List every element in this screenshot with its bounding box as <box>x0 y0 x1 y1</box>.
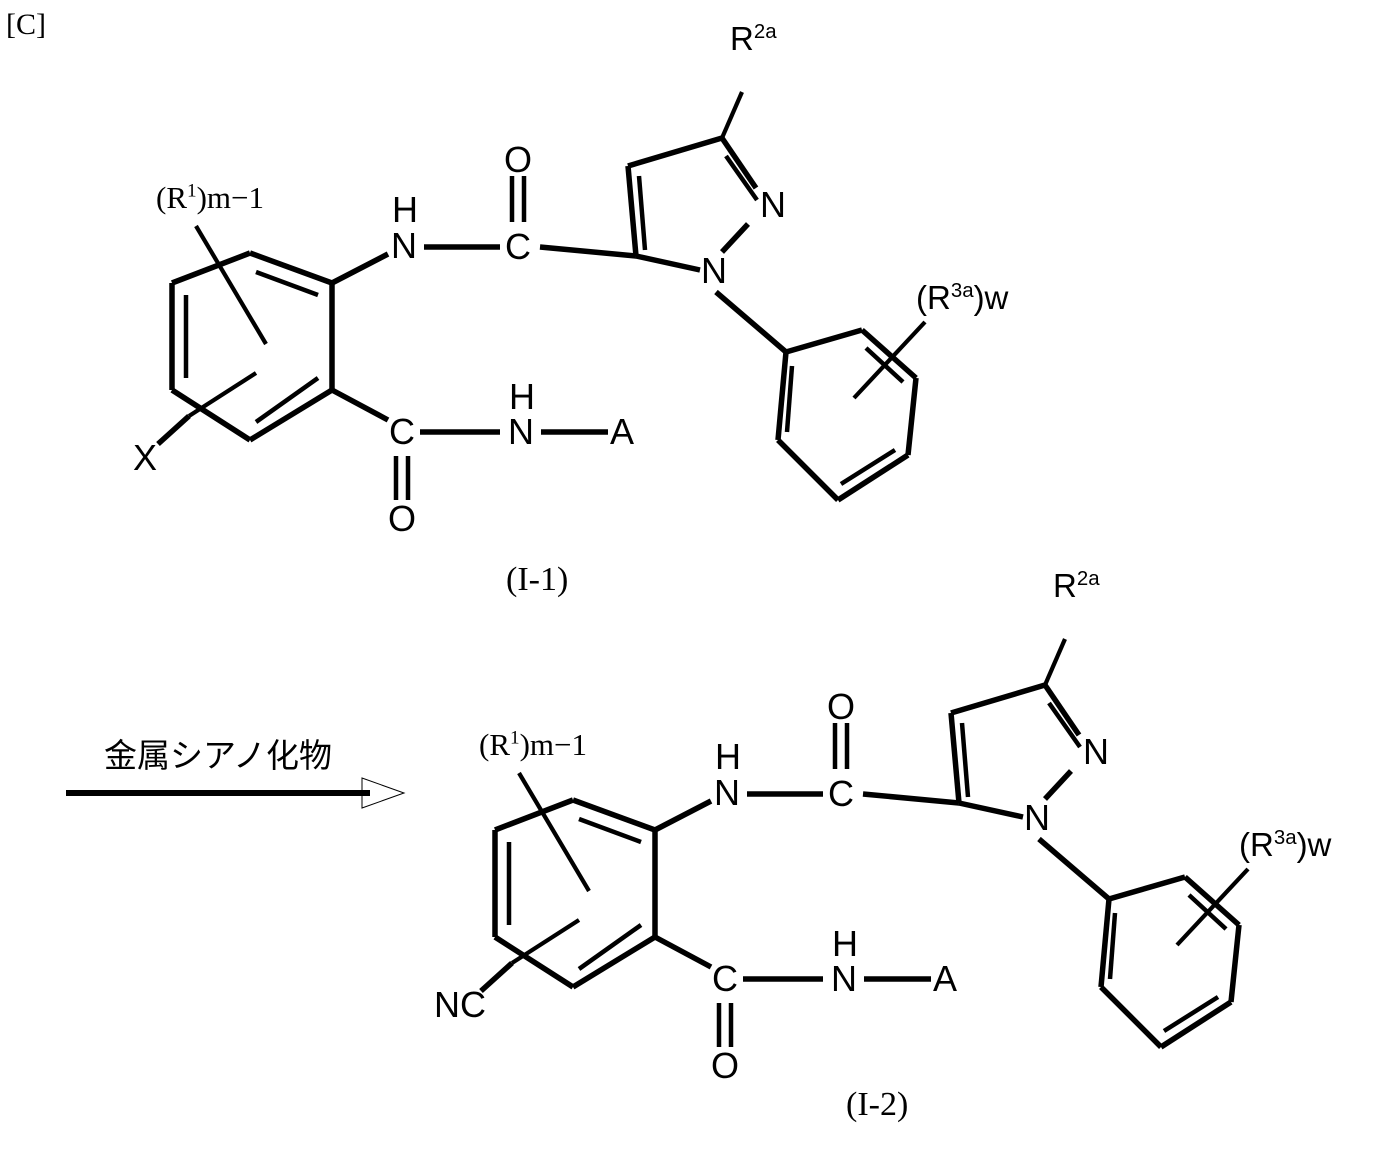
amide2-n-label-2: N <box>831 958 857 999</box>
amide2-h-label-2: H <box>832 923 858 964</box>
structure-1-bonds <box>156 91 927 503</box>
pyrazole2-n2-label: N <box>1083 731 1109 772</box>
carbonyl1-c-label: C <box>505 226 531 267</box>
r3a-label-1: (R3a)w <box>916 279 1009 316</box>
reagent-label: 金属シアノ化物 <box>104 736 333 775</box>
halogen-label-x: X <box>133 437 158 478</box>
structure-2-caption: (I-2) <box>846 1086 909 1123</box>
pyrazole1-n1-label: N <box>701 250 727 291</box>
amide1-h-label: H <box>392 189 418 230</box>
amide2-h-label-1: H <box>509 376 535 417</box>
nitrile-label-nc: NC <box>434 984 486 1025</box>
a-group-label-2: A <box>933 958 958 999</box>
amide2-n-label-1: N <box>508 411 534 452</box>
scheme-tag: [C] <box>6 8 46 41</box>
structure-1-caption: (I-1) <box>506 561 569 598</box>
r1-label-1: (R1)m−1 <box>156 180 265 215</box>
carbonyl1-o-label-2: O <box>827 686 856 727</box>
structure-2-bonds <box>479 638 1250 1050</box>
amide2-o-label-1: O <box>388 498 417 539</box>
pyrazole1-n2-label: N <box>760 184 786 225</box>
a-group-label-1: A <box>610 411 635 452</box>
amide2-c-label-1: C <box>389 411 415 452</box>
r2a-label-2: R2a <box>1053 567 1100 604</box>
r2a-label-1: R2a <box>730 20 777 57</box>
amide1-n-label: N <box>391 225 417 266</box>
amide1-n-label-2: N <box>714 772 740 813</box>
carbonyl1-c-label-2: C <box>828 773 854 814</box>
r1-label-2: (R1)m−1 <box>479 727 588 762</box>
amide1-h-label-2: H <box>715 736 741 777</box>
r3a-label-2: (R3a)w <box>1239 826 1332 863</box>
carbonyl1-o-label: O <box>504 139 533 180</box>
pyrazole2-n1-label: N <box>1024 797 1050 838</box>
amide2-c-label-2: C <box>712 958 738 999</box>
reaction-arrow <box>66 777 406 809</box>
amide2-o-label-2: O <box>711 1045 740 1086</box>
